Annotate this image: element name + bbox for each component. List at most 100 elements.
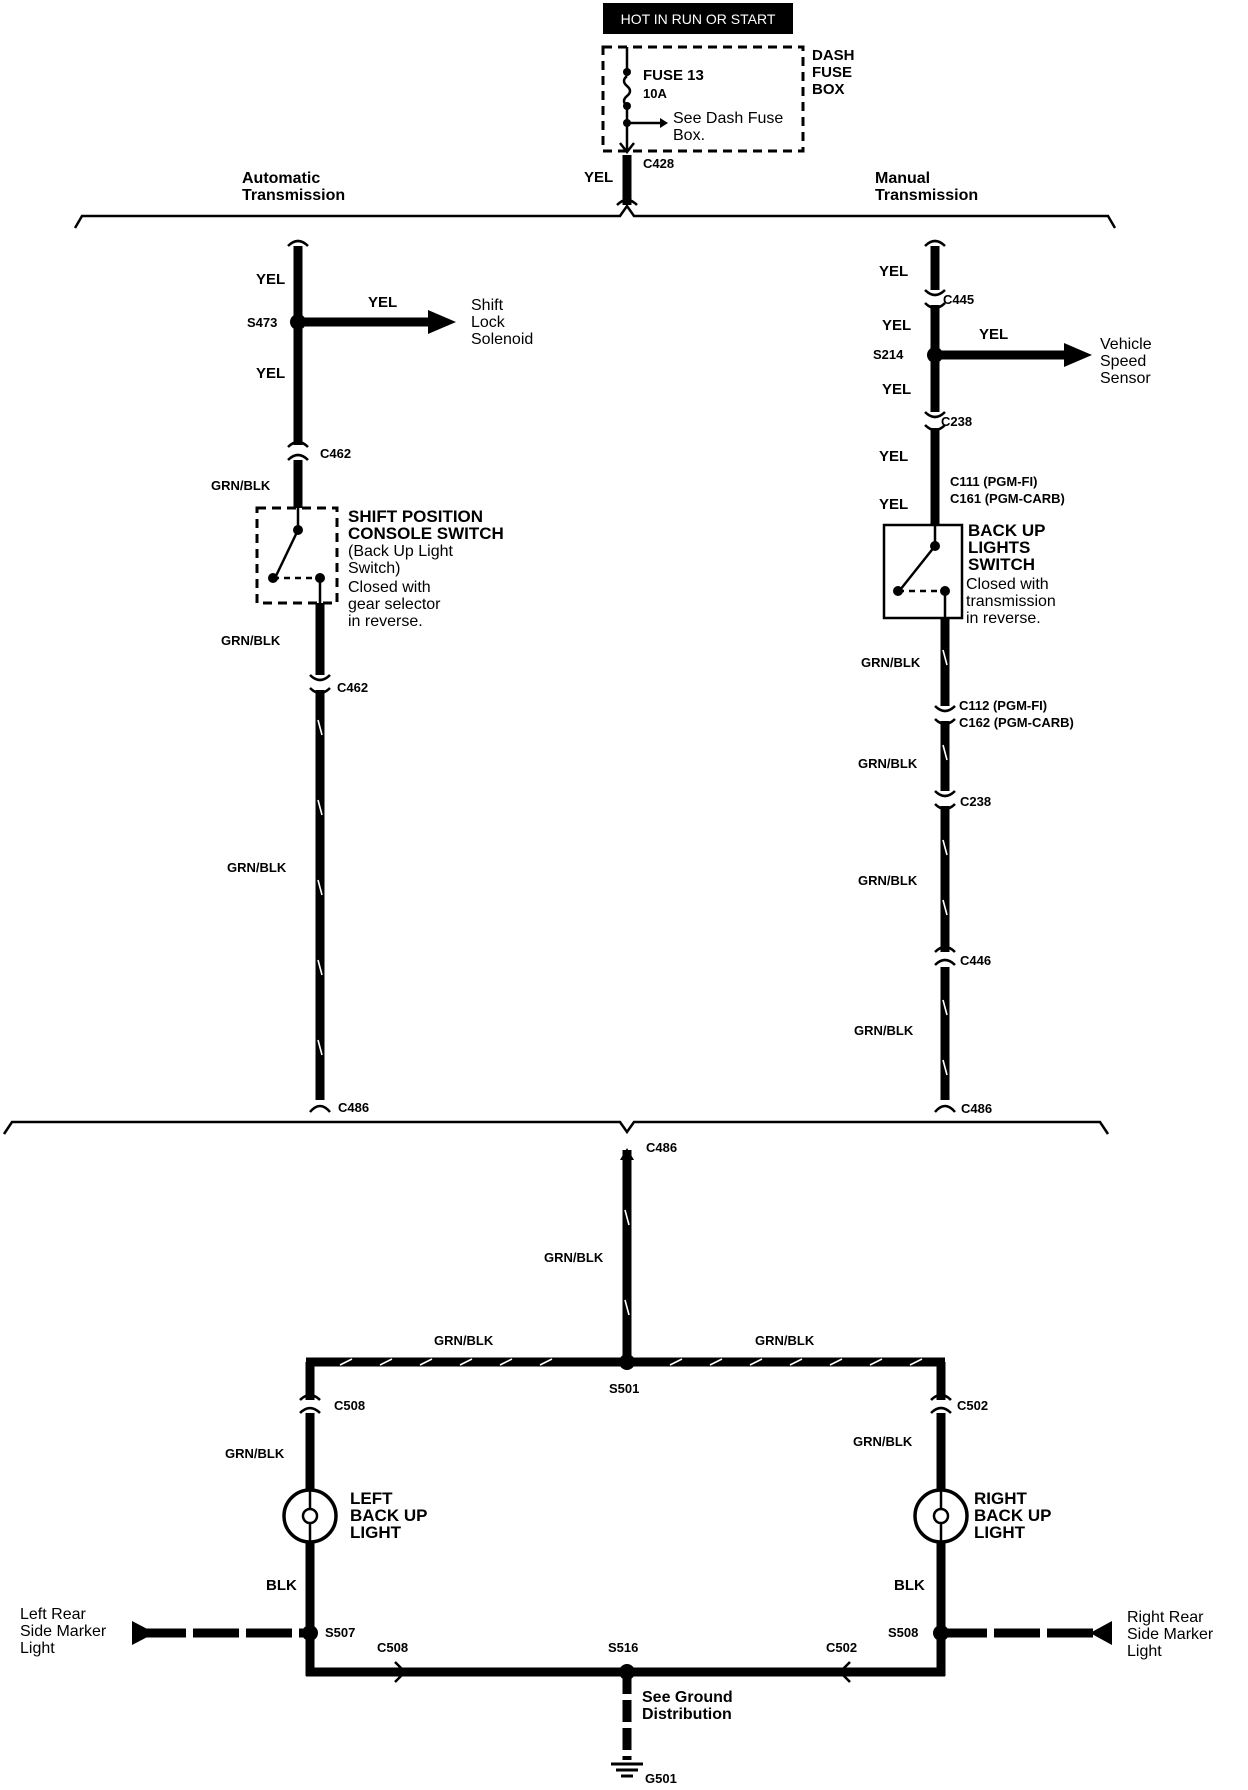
lower-brace [2, 1120, 1110, 1135]
connector-c508-bottom: C508 [377, 1640, 408, 1655]
splice-s214-label: S214 [873, 347, 904, 362]
backup-lights-switch-outline [882, 523, 964, 620]
manual-grn-blk-3: GRN/BLK [858, 873, 918, 888]
right-grn-blk: GRN/BLK [853, 1434, 913, 1449]
ground-symbol [611, 1762, 643, 1778]
splice-s516-label: S516 [608, 1640, 638, 1655]
connector-c462-b: C462 [337, 680, 368, 695]
ground-g501-label: G501 [645, 1771, 677, 1786]
backup-lights-switch [893, 525, 950, 618]
right-light-label-1: RIGHT [974, 1489, 1028, 1508]
left-light-label-3: LIGHT [350, 1523, 402, 1542]
manual-grn-blk-4: GRN/BLK [854, 1023, 914, 1038]
connector-c111: C111 (PGM-FI) [950, 474, 1037, 489]
manual-yel-3: YEL [882, 381, 911, 398]
bottom-connector-c486: C486 [646, 1140, 677, 1155]
manual-transmission-label-2: Transmission [875, 187, 978, 204]
splice-s473-label: S473 [247, 315, 277, 330]
manual-yel-2: YEL [882, 317, 911, 334]
auto-grn-blk-2: GRN/BLK [221, 633, 281, 648]
shift-switch-label-2: CONSOLE SWITCH [348, 524, 504, 543]
left-grn-blk: GRN/BLK [225, 1446, 285, 1461]
manual-grn-blk-wire [934, 618, 956, 1113]
vss-label-3: Sensor [1100, 370, 1151, 387]
splice-s501 [619, 1354, 635, 1370]
auto-grn-blk-3: GRN/BLK [227, 860, 287, 875]
right-marker-wire [941, 1621, 1112, 1645]
top-wire-color: YEL [584, 169, 613, 186]
shift-switch-label-5: Closed with [348, 579, 431, 596]
left-blk: BLK [266, 1577, 297, 1594]
right-backup-bulb [913, 1488, 969, 1544]
left-backup-bulb [282, 1488, 338, 1544]
manual-yel-branch: YEL [979, 326, 1008, 343]
right-marker-label-3: Light [1127, 1643, 1162, 1660]
bus-grn-blk-left: GRN/BLK [434, 1333, 494, 1348]
auto-transmission-label-1: Automatic [242, 170, 320, 187]
manual-yel-4: YEL [879, 448, 908, 465]
fuse-name: FUSE 13 [643, 67, 704, 84]
dash-fuse-box-label-3: BOX [812, 81, 845, 98]
auto-yel-2: YEL [256, 365, 285, 382]
top-yel-wire [616, 142, 638, 206]
splice-s501-label: S501 [609, 1381, 639, 1396]
shift-switch-label-1: SHIFT POSITION [348, 507, 483, 526]
dash-fuse-box-outline [601, 45, 805, 153]
left-marker-label-1: Left Rear [20, 1606, 86, 1623]
connector-c238-a: C238 [941, 414, 972, 429]
shift-lock-label-1: Shift [471, 297, 504, 314]
manual-yel-5: YEL [879, 496, 908, 513]
left-marker-wire [132, 1621, 310, 1645]
manual-grn-blk-2: GRN/BLK [858, 756, 918, 771]
manual-grn-blk-1: GRN/BLK [861, 655, 921, 670]
manual-connector-c486: C486 [961, 1101, 992, 1116]
auto-connector-c486: C486 [338, 1100, 369, 1115]
fuse-rating: 10A [643, 86, 667, 101]
backup-switch-label-4: Closed with [966, 576, 1049, 593]
connector-c112: C112 (PGM-FI) [959, 698, 1047, 713]
backup-switch-label-6: in reverse. [966, 610, 1041, 627]
splice-s507-label: S507 [325, 1625, 355, 1640]
connector-c445: C445 [943, 292, 974, 307]
connector-c428: C428 [643, 156, 674, 171]
shift-lock-label-3: Solenoid [471, 331, 533, 348]
left-drop-wire [299, 1362, 321, 1676]
vss-arrow [935, 343, 1092, 367]
manual-yel-1: YEL [879, 263, 908, 280]
shift-position-switch-outline [255, 506, 339, 605]
manual-yel-wire [924, 239, 946, 525]
right-light-label-2: BACK UP [974, 1506, 1051, 1525]
backup-switch-label-5: transmission [966, 593, 1056, 610]
left-marker-label-2: Side Marker [20, 1623, 107, 1640]
hot-label-box: HOT IN RUN OR START [603, 3, 793, 34]
auto-grn-blk-1: GRN/BLK [211, 478, 271, 493]
dash-fuse-box-label-2: FUSE [812, 64, 852, 81]
right-light-label-3: LIGHT [974, 1523, 1026, 1542]
splice-s508-label: S508 [888, 1625, 918, 1640]
backup-switch-label-2: LIGHTS [968, 538, 1030, 557]
trunk-grn-blk-wire [620, 1148, 634, 1362]
shift-lock-arrow [298, 310, 456, 334]
right-drop-wire [930, 1362, 952, 1676]
connector-c161: C161 (PGM-CARB) [950, 491, 1065, 506]
shift-switch-label-6: gear selector [348, 596, 441, 613]
connector-c502-bottom: C502 [826, 1640, 857, 1655]
shift-switch-label-3: (Back Up Light [348, 543, 453, 560]
shift-position-switch [268, 508, 325, 603]
right-marker-label-1: Right Rear [1127, 1609, 1204, 1626]
backup-switch-label-3: SWITCH [968, 555, 1035, 574]
connector-c162: C162 (PGM-CARB) [959, 715, 1074, 730]
right-marker-label-2: Side Marker [1127, 1626, 1214, 1643]
shift-switch-label-4: Switch) [348, 560, 400, 577]
left-light-label-1: LEFT [350, 1489, 393, 1508]
fuse-13 [622, 47, 668, 150]
fuse-note-line2: Box. [673, 127, 705, 144]
auto-yel-branch: YEL [368, 294, 397, 311]
vss-label-2: Speed [1100, 353, 1146, 370]
connector-c508-top: C508 [334, 1398, 365, 1413]
left-light-label-2: BACK UP [350, 1506, 427, 1525]
connector-c502-top: C502 [957, 1398, 988, 1413]
manual-transmission-label-1: Manual [875, 170, 930, 187]
auto-transmission-label-2: Transmission [242, 187, 345, 204]
